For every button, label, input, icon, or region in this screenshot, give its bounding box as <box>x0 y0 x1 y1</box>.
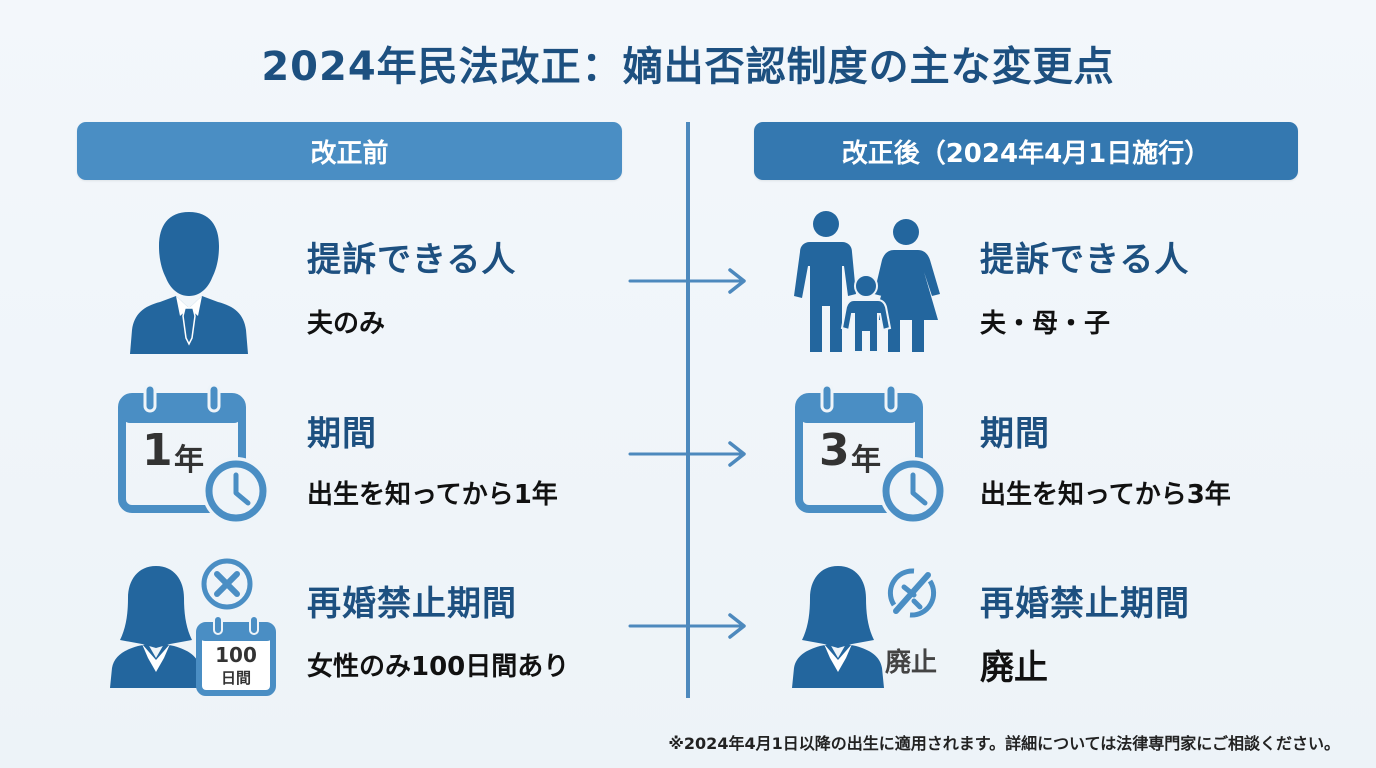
row-heading: 期間 <box>980 414 1050 454</box>
calendar-clock-icon: 1 年 <box>118 385 268 525</box>
row-after-value: 出生を知ってから3年 <box>980 480 1231 510</box>
column-header-after-label: 改正後（2024年4月1日施行） <box>841 138 1211 169</box>
arrow-right-icon <box>628 268 746 294</box>
center-divider <box>686 122 690 698</box>
calendar-number: 100 <box>215 643 257 667</box>
calendar-clock-icon: 3 年 <box>795 385 945 525</box>
page-title: 2024年民法改正：嫡出否認制度の主な変更点 <box>261 44 1115 90</box>
row-heading: 再婚禁止期間 <box>307 584 517 624</box>
businessman-silhouette-icon <box>130 212 248 354</box>
row-heading: 期間 <box>307 414 377 454</box>
woman-silhouette-icon <box>110 566 202 688</box>
calendar-unit: 年 <box>174 443 204 478</box>
row-before-value: 女性のみ100日間あり <box>307 652 570 682</box>
column-header-after: 改正後（2024年4月1日施行） <box>754 122 1298 180</box>
family-icon <box>794 211 940 353</box>
column-header-before: 改正前 <box>77 122 622 180</box>
row-heading: 再婚禁止期間 <box>980 584 1190 624</box>
abolished-icon-label: 廃止 <box>885 648 938 678</box>
footnote: ※2024年4月1日以降の出生に適用されます。詳細については法律専門家にご相談く… <box>668 734 1340 753</box>
woman-silhouette-icon <box>792 566 884 688</box>
abolished-slash-icon <box>887 568 937 618</box>
calendar-100-days-icon: 100 日間 <box>195 615 277 697</box>
prohibited-x-icon <box>201 558 253 610</box>
row-after-value: 廃止 <box>980 648 1048 688</box>
row-before-value: 出生を知ってから1年 <box>307 480 558 510</box>
column-header-before-label: 改正前 <box>310 138 389 169</box>
row-heading: 提訴できる人 <box>980 240 1190 280</box>
row-after-value: 夫・母・子 <box>980 309 1111 339</box>
calendar-number: 1 <box>142 425 173 476</box>
row-heading: 提訴できる人 <box>307 240 517 280</box>
row-before-value: 夫のみ <box>307 309 386 339</box>
calendar-number: 3 <box>819 425 850 476</box>
calendar-unit: 年 <box>851 443 881 478</box>
calendar-unit: 日間 <box>220 669 251 687</box>
arrow-right-icon <box>628 441 746 467</box>
arrow-right-icon <box>628 613 746 639</box>
